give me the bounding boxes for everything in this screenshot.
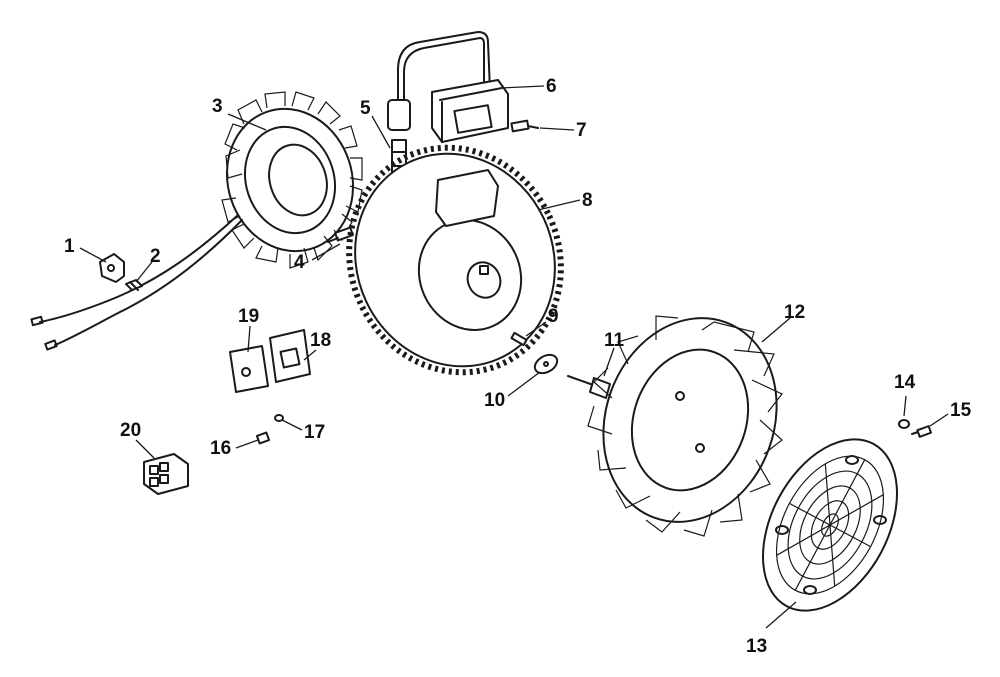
callout-1: 1 — [64, 236, 75, 257]
connector-part — [143, 453, 189, 495]
flywheel-part — [346, 144, 564, 376]
leader-lines — [79, 85, 949, 629]
callout-5: 5 — [360, 98, 371, 119]
screen-screw-part — [911, 425, 933, 438]
gasket-part — [229, 345, 269, 393]
screen-washer-part — [898, 419, 910, 429]
rectifier-part — [269, 329, 311, 383]
ignition-module-part — [431, 79, 509, 143]
clip-screw-part — [125, 279, 143, 291]
callout-20: 20 — [120, 420, 141, 441]
callout-15: 15 — [950, 400, 972, 421]
callout-12: 12 — [784, 302, 805, 323]
callout-14: 14 — [894, 372, 916, 393]
stator-wire-leads — [30, 214, 243, 351]
flywheel-key-part — [510, 331, 528, 347]
ignition-lead-part — [387, 31, 491, 131]
callout-13: 13 — [746, 636, 767, 657]
stator-screw-part — [327, 226, 354, 243]
stator-part — [221, 91, 363, 269]
callout-labels: 1 2 3 4 5 6 7 8 9 10 11 12 13 14 15 16 1… — [64, 76, 972, 657]
callout-7: 7 — [576, 120, 587, 141]
callout-11: 11 — [604, 330, 625, 351]
module-screw-part — [510, 119, 539, 133]
callout-18: 18 — [310, 330, 331, 351]
callout-10: 10 — [484, 390, 505, 411]
callout-19: 19 — [238, 306, 259, 327]
callout-6: 6 — [546, 76, 557, 97]
rectifier-screw-part — [255, 431, 271, 445]
callout-9: 9 — [548, 306, 559, 327]
blower-fan-part — [587, 315, 783, 537]
callout-8: 8 — [582, 190, 593, 211]
flywheel-washer-part — [533, 353, 559, 375]
rotating-screen-part — [762, 438, 898, 612]
callout-3: 3 — [212, 96, 223, 117]
rectifier-washer-part — [274, 414, 284, 422]
wire-clip-part — [99, 253, 125, 283]
callout-16: 16 — [210, 438, 231, 459]
callout-4: 4 — [294, 252, 305, 273]
flywheel-bolt-part — [567, 375, 611, 399]
callout-17: 17 — [304, 422, 325, 443]
callout-2: 2 — [150, 246, 161, 267]
